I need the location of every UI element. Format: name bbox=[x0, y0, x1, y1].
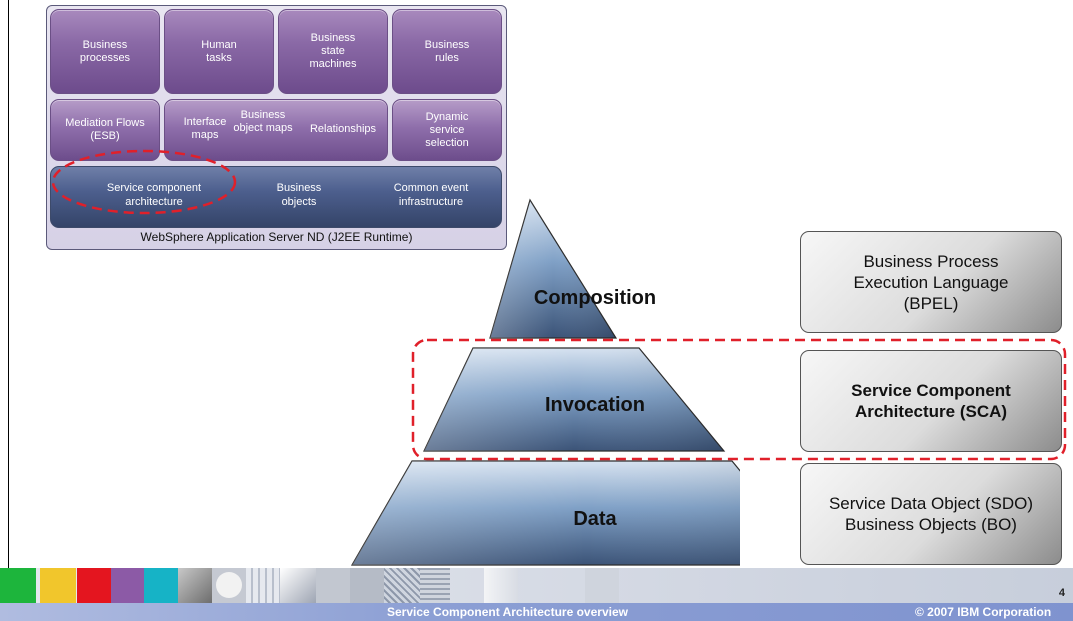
footer-swatch-green bbox=[0, 568, 36, 603]
footer-pattern-tile bbox=[280, 568, 316, 603]
tile-label: Business processes bbox=[79, 38, 131, 64]
tile-business-state-machines: Business state machines bbox=[278, 9, 388, 94]
infrastructure-bar: Service component architecture Business … bbox=[50, 166, 502, 228]
websphere-stack: Business processes Human tasks Business … bbox=[46, 5, 507, 250]
footer-pattern-tile bbox=[246, 568, 280, 603]
left-border-line bbox=[8, 0, 9, 568]
pyramid-diagram bbox=[350, 198, 740, 566]
tile-business-processes: Business processes bbox=[50, 9, 160, 94]
business-objects-label: Business objects bbox=[276, 182, 322, 208]
tile-human-tasks: Human tasks bbox=[164, 9, 274, 94]
footer-pattern-tile bbox=[384, 568, 420, 603]
footer-title: Service Component Architecture overview bbox=[387, 605, 628, 619]
pyramid-label-data: Data bbox=[573, 508, 617, 530]
websphere-footer-label: WebSphere Application Server ND (J2EE Ru… bbox=[140, 230, 413, 244]
footer-circle-tile bbox=[212, 568, 246, 603]
sdo-label: Service Data Object (SDO) Business Objec… bbox=[828, 494, 1034, 534]
pyramid-label-invocation: Invocation bbox=[544, 394, 645, 416]
tile-dynamic-service-selection: Dynamic service selection bbox=[392, 99, 502, 161]
sca-box: Service Component Architecture (SCA) bbox=[800, 350, 1062, 452]
footer-pattern-tile bbox=[350, 568, 384, 603]
tile-label: Business state machines bbox=[309, 32, 357, 70]
sca-highlight-ellipse bbox=[51, 149, 237, 215]
sca-box-label: Service Component Architecture (SCA) bbox=[851, 381, 1011, 421]
bpel-box: Business Process Execution Language (BPE… bbox=[800, 231, 1062, 333]
page-number: 4 bbox=[1058, 587, 1065, 599]
footer-copyright: © 2007 IBM Corporation bbox=[915, 605, 1052, 619]
footer-pattern-tile bbox=[420, 568, 450, 603]
cei-label: Common event infrastructure bbox=[393, 182, 469, 208]
footer-swatch-purple bbox=[111, 568, 144, 603]
interface-maps-label: Interface maps bbox=[183, 116, 227, 141]
footer-photo-tile bbox=[178, 568, 212, 603]
bpel-label: Business Process Execution Language (BPE… bbox=[853, 251, 1009, 313]
tile-label: Dynamic service selection bbox=[425, 110, 469, 149]
sca-label: Service component architecture bbox=[106, 182, 202, 208]
sca-layer-highlight bbox=[411, 338, 1067, 461]
sdo-box: Service Data Object (SDO) Business Objec… bbox=[800, 463, 1062, 565]
tile-mediation-flows: Mediation Flows (ESB) bbox=[50, 99, 160, 161]
footer-swatch-red bbox=[77, 568, 111, 603]
footer-swatch-yellow bbox=[40, 568, 76, 603]
tile-label: Business rules bbox=[424, 38, 470, 64]
relationships-label: Relationships bbox=[309, 123, 377, 135]
footer-swatch-cyan bbox=[144, 568, 178, 603]
business-object-maps-label: Business object maps bbox=[233, 109, 293, 134]
tile-label: Mediation Flows (ESB) bbox=[65, 117, 145, 142]
tile-business-rules: Business rules bbox=[392, 9, 502, 94]
footer-pattern-tile bbox=[585, 568, 619, 603]
tile-maps-relationships: Interface maps Business object maps Rela… bbox=[164, 99, 388, 161]
footer-pattern-tile bbox=[484, 568, 518, 603]
footer-title-bar: Service Component Architecture overview … bbox=[0, 603, 1073, 621]
footer-pattern-tile bbox=[316, 568, 350, 603]
tile-label: Human tasks bbox=[201, 38, 237, 64]
pyramid-label-composition: Composition bbox=[533, 287, 657, 309]
